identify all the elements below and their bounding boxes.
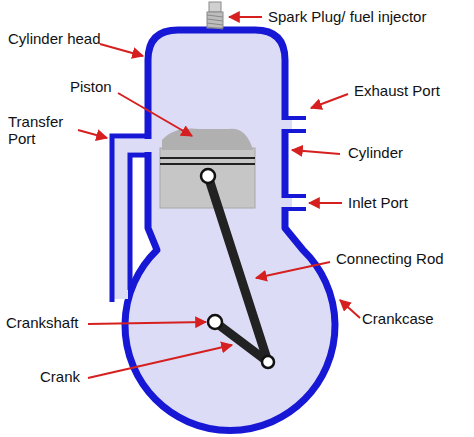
thread-stroke — [207, 27, 223, 29]
crankshaft-circle — [208, 315, 222, 329]
crankcase-label: Crankcase — [362, 310, 434, 327]
crank-pin — [262, 356, 274, 368]
inlet-port-wall — [286, 207, 306, 211]
leader-line — [78, 130, 107, 138]
spark-plug — [207, 12, 223, 28]
leader-line — [118, 93, 192, 136]
thread-stroke — [207, 19, 223, 21]
leader-line — [100, 44, 143, 56]
crank-label: Crank — [40, 368, 80, 385]
engine-body — [125, 30, 335, 430]
transfer-channel-fill — [114, 139, 128, 299]
leader-line — [88, 322, 206, 324]
leader-line — [256, 262, 330, 278]
cylinder-head-label: Cylinder head — [8, 30, 101, 47]
exhaust-port-wall — [286, 129, 306, 133]
crank — [215, 322, 268, 362]
leader-line — [309, 202, 342, 204]
exhaust-port-opening — [280, 120, 292, 129]
piston-crown — [162, 128, 253, 150]
piston-ring — [160, 157, 255, 159]
inlet-port-label: Inlet Port — [348, 194, 408, 211]
inlet-port-wall — [286, 194, 306, 198]
crankshaft-label: Crankshaft — [6, 314, 79, 331]
connecting-rod — [208, 176, 268, 362]
leader-line — [311, 94, 348, 108]
transfer-port-label: Transfer Port — [8, 113, 76, 148]
leader-line — [292, 150, 340, 154]
piston-ring — [160, 163, 255, 165]
transfer-channel-wall — [112, 136, 145, 302]
connecting-rod-label: Connecting Rod — [336, 250, 444, 267]
exhaust-port-label: Exhaust Port — [354, 82, 440, 99]
spark-plug-label: Spark Plug/ fuel injector — [268, 8, 426, 25]
thread-stroke — [207, 23, 223, 25]
inlet-port-opening — [280, 198, 292, 207]
leader-line — [88, 345, 232, 378]
spark-plug — [209, 2, 221, 12]
wrist-pin — [201, 169, 215, 183]
exhaust-port-wall — [286, 116, 306, 120]
piston — [160, 148, 255, 208]
cylinder-label: Cylinder — [348, 144, 403, 161]
piston-label: Piston — [70, 78, 112, 95]
leader-line — [229, 16, 262, 18]
spark-plug-threads — [207, 15, 223, 29]
leader-line — [340, 300, 360, 318]
thread-stroke — [207, 15, 223, 17]
transfer-channel-wall — [130, 155, 145, 290]
